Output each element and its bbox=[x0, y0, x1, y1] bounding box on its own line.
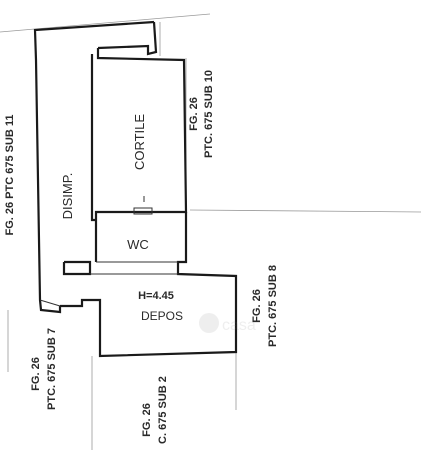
watermark-text: casa bbox=[222, 317, 256, 334]
neighbor-sub10-fg: FG. 26 bbox=[188, 97, 200, 131]
room-label-wc: WC bbox=[127, 237, 149, 252]
neighbor-label-sub7: FG. 26 PTC. 675 SUB 7 bbox=[30, 328, 58, 410]
neighbor-sub8-fg: FG. 26 bbox=[251, 289, 263, 323]
neighbor-sub10-ptc: PTC. 675 SUB 10 bbox=[203, 70, 215, 158]
neighbor-sub2-ptc: C. 675 SUB 2 bbox=[157, 376, 169, 444]
neighbor-label-sub11: FG. 26 PTC 675 SUB 11 bbox=[4, 114, 16, 235]
neighbor-label-sub10: FG. 26 PTC. 675 SUB 10 bbox=[188, 70, 215, 158]
room-label-depos: DEPOS bbox=[141, 309, 183, 323]
neighbor-sub2-fg: FG. 26 bbox=[141, 403, 153, 437]
room-label-cortile: CORTILE bbox=[132, 114, 147, 170]
room-height-label: H=4.45 bbox=[138, 290, 174, 302]
neighbor-label-sub2: FG. 26 C. 675 SUB 2 bbox=[141, 376, 169, 444]
watermark-logo: casa bbox=[199, 313, 256, 334]
neighbor-sub7-ptc: PTC. 675 SUB 7 bbox=[46, 328, 58, 410]
neighbor-sub8-ptc: PTC. 675 SUB 8 bbox=[267, 265, 279, 347]
neighbor-sub7-fg: FG. 26 bbox=[30, 357, 42, 391]
outer-walls bbox=[33, 20, 238, 358]
neighbor-label-sub8: FG. 26 PTC. 675 SUB 8 bbox=[251, 265, 279, 347]
room-label-disimp: DISIMP. bbox=[60, 173, 75, 220]
